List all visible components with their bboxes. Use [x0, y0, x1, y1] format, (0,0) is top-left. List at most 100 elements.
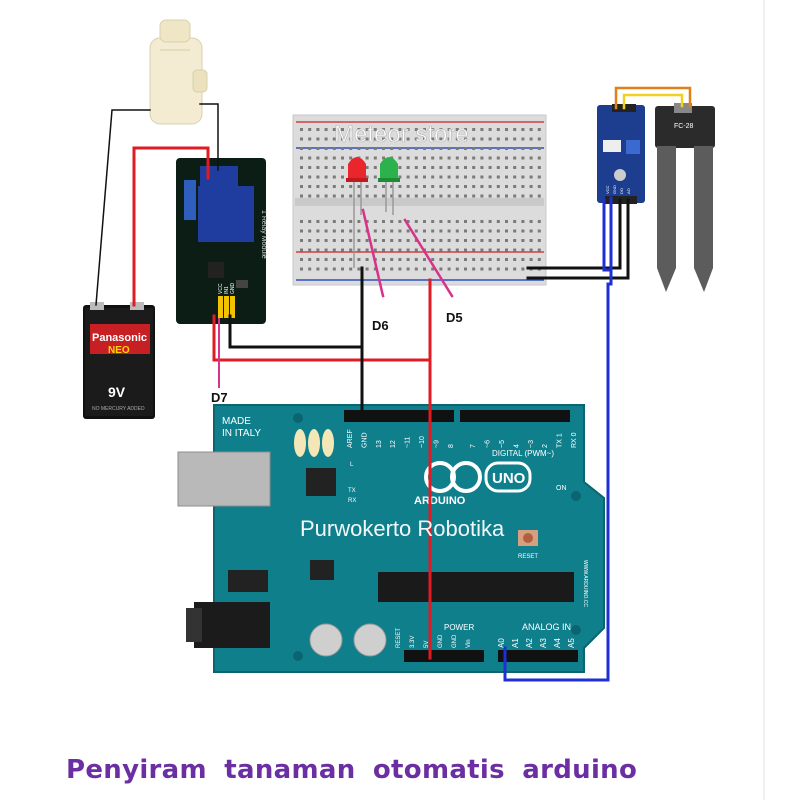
breadboard-hole — [472, 147, 476, 150]
breadboard-hole — [529, 175, 533, 179]
breadboard-hole — [521, 248, 525, 252]
breadboard-hole — [480, 166, 484, 169]
power-pin-label: Vin — [466, 639, 472, 648]
breadboard-hole — [382, 128, 385, 131]
breadboard-hole — [316, 137, 320, 141]
breadboard-hole — [332, 175, 336, 179]
breadboard-hole — [423, 128, 426, 131]
breadboard-hole — [521, 267, 525, 271]
right-edge-line — [763, 0, 765, 800]
breadboard-hole — [464, 175, 467, 179]
breadboard-hole — [349, 220, 353, 223]
breadboard-hole — [349, 229, 353, 233]
breadboard-hole — [357, 137, 361, 141]
breadboard-hole — [439, 194, 443, 198]
breadboard-hole — [308, 267, 312, 271]
digital-pin-label: 2 — [542, 444, 549, 448]
breadboard-hole — [324, 175, 328, 179]
wire-sensor-gnd-black — [526, 198, 630, 280]
breadboard-hole — [529, 185, 533, 188]
breadboard-hole — [357, 239, 361, 242]
breadboard-hole — [300, 229, 303, 233]
breadboard-hole — [423, 147, 426, 150]
breadboard-hole — [324, 220, 328, 223]
label-d7: D7 — [211, 390, 228, 405]
breadboard-hole — [349, 258, 353, 261]
breadboard-hole — [357, 147, 361, 150]
wire-d5-magenta — [403, 218, 454, 298]
digital-pin-label: ~6 — [485, 440, 492, 448]
breadboard-hole — [308, 128, 312, 131]
wires — [95, 86, 692, 682]
breadboard-hole — [431, 137, 435, 141]
breadboard-hole — [341, 194, 344, 198]
breadboard-hole — [521, 166, 525, 169]
breadboard-hole — [529, 137, 533, 141]
breadboard-hole — [324, 137, 328, 141]
breadboard-hole — [390, 229, 394, 233]
relay-pin-label: GND — [230, 283, 236, 295]
breadboard-hole — [332, 194, 336, 198]
relay-pin-label: VCC — [218, 283, 224, 294]
breadboard-hole — [423, 229, 426, 233]
digital-pin-label: 7 — [470, 444, 477, 448]
sensor-pin-label: GND — [612, 185, 617, 194]
breadboard-hole — [332, 248, 336, 252]
breadboard-hole — [341, 267, 344, 271]
breadboard-hole — [398, 156, 402, 160]
breadboard-hole — [529, 166, 533, 169]
wire-sensor-tab-blue — [602, 198, 612, 272]
breadboard-hole — [324, 194, 328, 198]
reset-label: RESET — [518, 554, 538, 560]
breadboard-hole — [455, 267, 459, 271]
breadboard-hole — [308, 248, 312, 252]
breadboard-hole — [447, 147, 451, 150]
soil-probe — [655, 103, 715, 292]
breadboard-hole — [341, 166, 344, 169]
breadboard-hole — [382, 248, 385, 252]
wire-pump-battery-black — [95, 109, 151, 306]
breadboard-hole — [521, 229, 525, 233]
breadboard-hole — [300, 166, 303, 169]
breadboard-hole — [447, 229, 451, 233]
breadboard-hole — [521, 258, 525, 261]
breadboard-hole — [398, 229, 402, 233]
breadboard-hole — [537, 248, 541, 252]
sensor-pin-label: AO — [626, 188, 631, 194]
breadboard-hole — [447, 267, 451, 271]
breadboard-hole — [521, 220, 525, 223]
breadboard-hole — [414, 248, 418, 252]
breadboard-hole — [365, 137, 369, 141]
made-in-label-2: IN ITALY — [222, 428, 261, 439]
power-pin-label: RESET — [396, 628, 402, 648]
breadboard-hole — [521, 128, 525, 131]
breadboard-hole — [496, 137, 500, 141]
breadboard-hole — [505, 185, 508, 188]
breadboard-hole — [300, 147, 303, 150]
breadboard-hole — [341, 156, 344, 160]
breadboard-hole — [439, 137, 443, 141]
breadboard-hole — [423, 175, 426, 179]
breadboard-hole — [373, 267, 377, 271]
breadboard-hole — [455, 137, 459, 141]
breadboard-hole — [505, 239, 508, 242]
breadboard-hole — [521, 239, 525, 242]
breadboard-hole — [488, 267, 492, 271]
breadboard-hole — [341, 239, 344, 242]
caption: Penyiram tanaman otomatis arduino — [66, 755, 638, 785]
breadboard-hole — [496, 156, 500, 160]
breadboard-hole — [431, 147, 435, 150]
breadboard-hole — [316, 156, 320, 160]
breadboard-hole — [529, 220, 533, 223]
breadboard-hole — [455, 258, 459, 261]
breadboard-hole — [505, 220, 508, 223]
breadboard-hole — [382, 239, 385, 242]
breadboard-hole — [324, 166, 328, 169]
breadboard-hole — [316, 267, 320, 271]
breadboard-hole — [505, 175, 508, 179]
breadboard-hole — [406, 229, 410, 233]
breadboard-hole — [439, 156, 443, 160]
breadboard-hole — [447, 194, 451, 198]
breadboard-hole — [472, 194, 476, 198]
